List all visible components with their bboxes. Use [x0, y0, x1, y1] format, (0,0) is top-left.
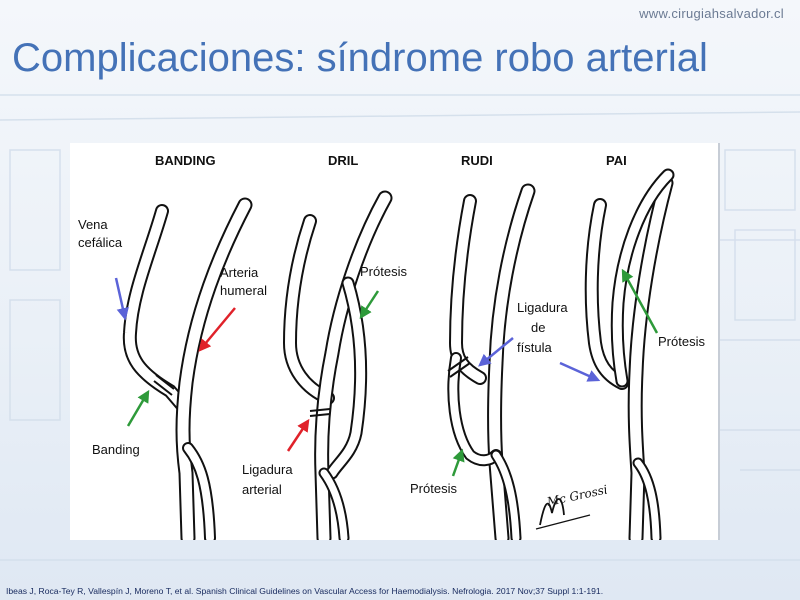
rudi-vessels — [447, 183, 536, 540]
label-protesis-pai: Prótesis — [658, 334, 705, 349]
slide-title: Complicaciones: síndrome robo arterial — [12, 36, 708, 80]
label-protesis-dril: Prótesis — [360, 264, 407, 279]
label-arteria-humeral-line1: Arteria — [220, 265, 259, 280]
arrow-green-protesis-rudi — [451, 448, 465, 477]
arrow-blue-ligadura-fistula — [478, 337, 514, 367]
arrow-blue-vena-cefalica — [114, 277, 129, 321]
label-ligadura-fistula-line3: fístula — [517, 340, 552, 355]
label-protesis-rudi: Prótesis — [410, 481, 457, 496]
label-ligadura-arterial-line1: Ligadura — [242, 462, 293, 477]
svg-text:Mc Grossi: Mc Grossi — [545, 482, 609, 509]
banding-vessels — [122, 197, 253, 540]
arrow-blue-pai-anastomosis — [559, 361, 601, 382]
panel-heading-banding: BANDING — [155, 153, 216, 168]
vascular-procedures-figure: .ves { fill: none; stroke: #111; stroke-… — [70, 143, 720, 540]
artist-signature: Mc Grossi — [535, 482, 609, 530]
label-ligadura-fistula-line2: de — [531, 320, 545, 335]
label-vena-cefalica-line2: cefálica — [78, 235, 123, 250]
panel-heading-dril: DRIL — [328, 153, 358, 168]
arrow-green-banding — [126, 389, 150, 427]
label-banding: Banding — [92, 442, 140, 457]
site-url: www.cirugiahsalvador.cl — [639, 6, 784, 21]
label-ligadura-arterial-line2: arterial — [242, 482, 282, 497]
panel-heading-pai: PAI — [606, 153, 627, 168]
label-arteria-humeral-line2: humeral — [220, 283, 267, 298]
panel-heading-rudi: RUDI — [461, 153, 493, 168]
arrow-green-protesis-dril — [359, 290, 380, 320]
figure-drawing: .ves { fill: none; stroke: #111; stroke-… — [78, 153, 705, 540]
arrow-red-ligadura-arterial — [286, 418, 310, 452]
arrow-red-arteria-humeral — [198, 307, 236, 352]
dril-vessels — [282, 190, 393, 540]
pai-vessels — [584, 168, 675, 540]
label-vena-cefalica-line1: Vena — [78, 217, 108, 232]
label-ligadura-fistula-line1: Ligadura — [517, 300, 568, 315]
footer-reference: Ibeas J, Roca-Tey R, Vallespín J, Moreno… — [6, 586, 604, 596]
arrow-green-protesis-pai — [621, 268, 659, 334]
